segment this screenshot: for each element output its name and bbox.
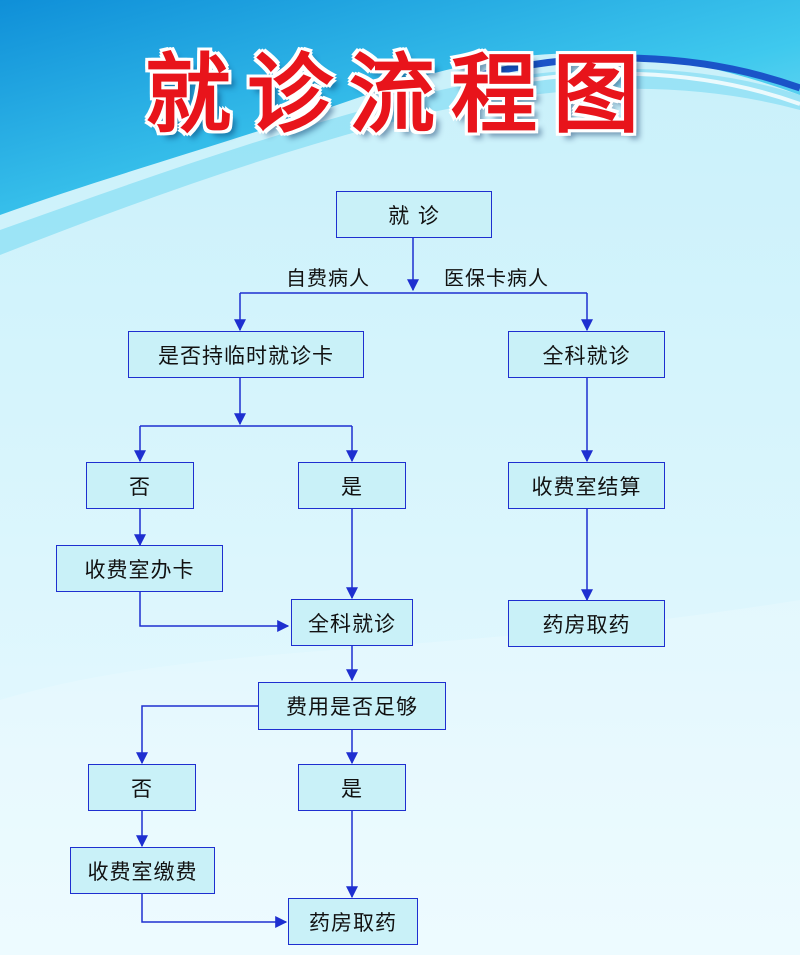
poster-title: 就诊流程图 [145, 44, 655, 145]
edge-label-insurance: 医保卡病人 [444, 266, 549, 290]
node-yes-fee: 是 [298, 764, 406, 811]
node-settle-right: 收费室结算 [508, 462, 665, 509]
edge-issue-to-general [139, 592, 290, 632]
node-general-mid: 全科就诊 [291, 599, 413, 646]
node-general-right: 全科就诊 [508, 331, 665, 378]
node-fee-enough: 费用是否足够 [258, 682, 446, 730]
edge-fee-to-no [136, 705, 258, 765]
node-pay-fee: 收费室缴费 [70, 847, 215, 894]
node-visit: 就 诊 [336, 191, 492, 238]
node-pharmacy-bottom: 药房取药 [288, 898, 418, 945]
node-yes-card: 是 [298, 462, 406, 509]
node-issue-card: 收费室办卡 [56, 545, 223, 592]
node-has-temp-card: 是否持临时就诊卡 [128, 331, 364, 378]
node-no-fee: 否 [88, 764, 196, 811]
node-no-card: 否 [86, 462, 194, 509]
edge-pay-to-pharmacy [141, 894, 288, 928]
node-pharmacy-right: 药房取药 [508, 600, 665, 647]
edge-label-self-pay: 自费病人 [286, 266, 370, 290]
